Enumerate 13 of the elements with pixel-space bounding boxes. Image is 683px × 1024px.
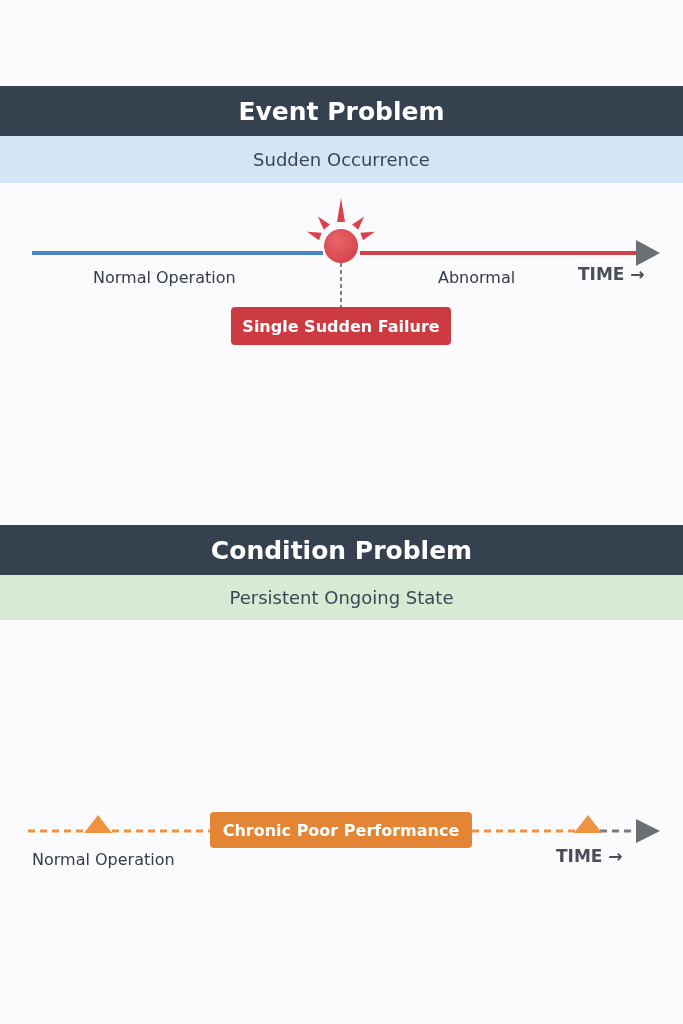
failure-point-circle: [324, 229, 358, 263]
subtitle-band: Sudden Occurrence: [0, 136, 683, 183]
connector-line: [340, 262, 342, 308]
phase-label: Normal Operation: [93, 268, 236, 287]
axis-label: TIME →: [556, 846, 623, 866]
axis-label: TIME →: [578, 264, 645, 284]
title-band: Condition Problem: [0, 525, 683, 575]
phase-label: Abnormal: [438, 268, 516, 287]
condition-label-box: Chronic Poor Performance: [210, 812, 472, 848]
subtitle-band: Persistent Ongoing State: [0, 575, 683, 620]
failure-label-box: Single Sudden Failure: [231, 307, 451, 345]
title-band: Event Problem: [0, 86, 683, 136]
phase-label: Normal Operation: [32, 850, 175, 869]
